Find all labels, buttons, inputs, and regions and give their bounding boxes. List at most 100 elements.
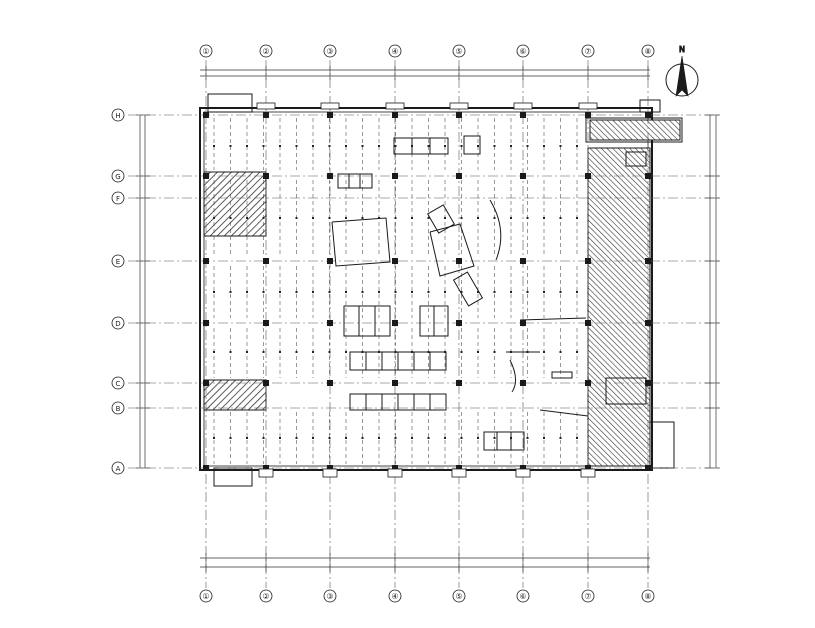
structural-column [203,173,209,179]
grid-column-label: ③ [326,47,333,56]
fixture-dot [493,351,496,353]
grid-bubble [111,401,125,415]
fixture-dot [394,437,397,439]
structural-column [456,320,462,326]
wall-pilaster [513,102,533,110]
structural-column [263,320,269,326]
grid-column-label: ⑥ [519,592,526,601]
fixture-dot [312,145,314,147]
structural-column [203,380,209,386]
structural-column [456,112,462,118]
grid-bubble [199,44,213,58]
fixture-dot [345,217,347,219]
fixture-dot [576,351,578,353]
grid-column-label: ⑦ [584,47,591,56]
grid-column-label: ④ [391,592,398,601]
fixture-dot [427,217,430,219]
fixture-dot [361,145,364,147]
fixture-dot [213,217,215,219]
fixture-dot [213,351,215,353]
fixture-dot [295,351,298,353]
fixture-dot [543,217,545,219]
fixture-dot [460,145,463,147]
fixture-dot [295,145,298,147]
fixture-dot [526,145,529,147]
structural-column [585,112,591,118]
grid-bubble [581,589,595,603]
grid-row-label: G [115,173,120,181]
fixture-dot [526,217,529,219]
structural-column [203,465,209,471]
structural-column [263,258,269,264]
structural-column [203,112,209,118]
grid-bubble [452,44,466,58]
fixture-dot [411,217,413,219]
grid-bubble [259,44,273,58]
fixture-dot [345,437,347,439]
fixture-dot [213,291,215,293]
north-arrow: N [665,45,699,97]
fixture-dot [444,291,446,293]
interior-fixtures [331,135,647,451]
grid-row-label: E [116,258,120,266]
grid-bubble [581,44,595,58]
structural-column [585,173,591,179]
grid-column-label: ② [262,592,269,601]
structural-column [392,258,398,264]
wall-pilaster [387,468,403,478]
grid-column-label: ⑥ [519,47,526,56]
grid-bubble [641,589,655,603]
structural-column [327,258,333,264]
fixture-dot [576,437,578,439]
fixture-dot [460,437,463,439]
wall-pilaster [580,468,596,478]
wall-pilaster [320,102,340,110]
fixture-dot [510,217,512,219]
grid-column-label: ① [202,47,209,56]
structural-column [520,112,526,118]
structural-column [327,112,333,118]
fixture-dot [559,291,562,293]
structural-column [203,258,209,264]
fixture-dot [312,437,314,439]
structural-column [585,320,591,326]
fixture-dot [477,145,479,147]
grid-bubble [199,589,213,603]
fixture-dot [559,217,562,219]
fixture-dot [262,351,265,353]
fixture-dot [361,437,364,439]
structural-column [645,320,651,326]
fixture-dot [493,291,496,293]
fixture-dot [493,437,496,439]
fixture-dot [262,291,265,293]
north-arrow-label: N [679,45,685,54]
grid-bubble [452,589,466,603]
structural-column [520,258,526,264]
fixture-dot [543,351,545,353]
wall-pilaster [449,102,469,110]
structural-column [645,380,651,386]
grid-bubble [111,376,125,390]
grid-row-label: F [116,195,120,203]
fixture-dot [361,217,364,219]
structural-column [456,380,462,386]
fixture-dot [576,217,578,219]
fixture-dot [229,351,232,353]
fixture-dot [526,437,529,439]
fixture-dot [295,437,298,439]
fixture-dot [229,291,232,293]
fixture-dot [477,217,479,219]
fixture-dot [427,437,430,439]
fixture-dot [510,291,512,293]
structural-column [456,173,462,179]
fixture-dot [444,217,446,219]
grid-bubble [641,44,655,58]
fixture-dot [345,145,347,147]
structural-column [585,258,591,264]
fixture-dot [246,437,248,439]
grid-column-label: ④ [391,47,398,56]
fixture-dot [493,217,496,219]
structural-column [392,465,398,471]
structural-column [456,465,462,471]
